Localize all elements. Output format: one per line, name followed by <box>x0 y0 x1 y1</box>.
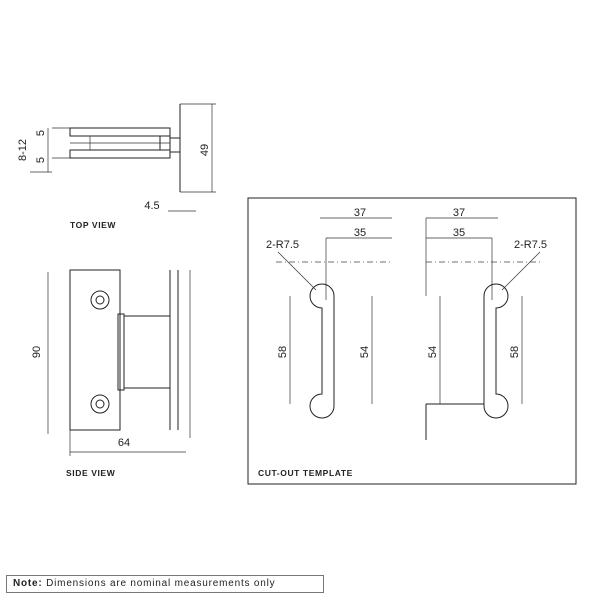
side-view-plate <box>69 269 121 431</box>
dim-90-label: 90 <box>31 346 43 358</box>
note-prefix: Note: <box>13 578 43 589</box>
screw-top-inner <box>95 295 105 305</box>
note-box: Note: Dimensions are nominal measurement… <box>6 575 324 593</box>
right-radius-label: 2-R7.5 <box>514 239 547 251</box>
dim-4-5-label: 4.5 <box>144 200 159 212</box>
side-view-hinge-body <box>123 315 171 389</box>
left-radius-leader <box>277 251 317 291</box>
right-dim-58-label: 58 <box>509 346 521 358</box>
note-text: Dimensions are nominal measurements only <box>42 578 276 589</box>
screw-bottom-outer <box>90 394 110 414</box>
dim-5-upper-label: 5 <box>35 130 47 136</box>
right-radius-leader <box>501 251 541 291</box>
top-view-caption: TOP VIEW <box>70 220 116 230</box>
cutout-template: 37 35 2-R7.5 58 54 37 35 2-R7.5 54 58 CU… <box>247 197 577 485</box>
side-view-hinge-edge <box>117 313 125 391</box>
left-dim-58-label: 58 <box>277 346 289 358</box>
left-radius-label: 2-R7.5 <box>266 239 299 251</box>
dim-49-label: 49 <box>199 144 211 156</box>
left-cutout-outline <box>309 283 335 419</box>
right-dim-35-label: 35 <box>453 227 465 239</box>
cutout-frame <box>247 197 577 485</box>
dim-8-12-label: 8-12 <box>17 139 29 161</box>
right-dim-54-label: 54 <box>427 346 439 358</box>
screw-top-outer <box>90 290 110 310</box>
dim-5-lower-label: 5 <box>35 157 47 163</box>
top-view: 49 8-12 5 5 4.5 TOP VIEW <box>17 103 216 230</box>
top-view-body <box>159 135 171 151</box>
dim-64-label: 64 <box>118 437 130 449</box>
left-dim-37-label: 37 <box>354 207 366 219</box>
top-view-lower-plate <box>69 149 171 159</box>
side-view-caption: SIDE VIEW <box>66 468 116 478</box>
left-dim-35-label: 35 <box>354 227 366 239</box>
right-cutout-outline <box>483 283 509 419</box>
top-view-upper-plate <box>69 127 171 137</box>
screw-bottom-inner <box>95 399 105 409</box>
right-dim-37-label: 37 <box>453 207 465 219</box>
side-view: 90 64 SIDE VIEW <box>31 269 191 478</box>
left-dim-54-label: 54 <box>359 346 371 358</box>
cutout-caption: CUT-OUT TEMPLATE <box>258 468 353 478</box>
